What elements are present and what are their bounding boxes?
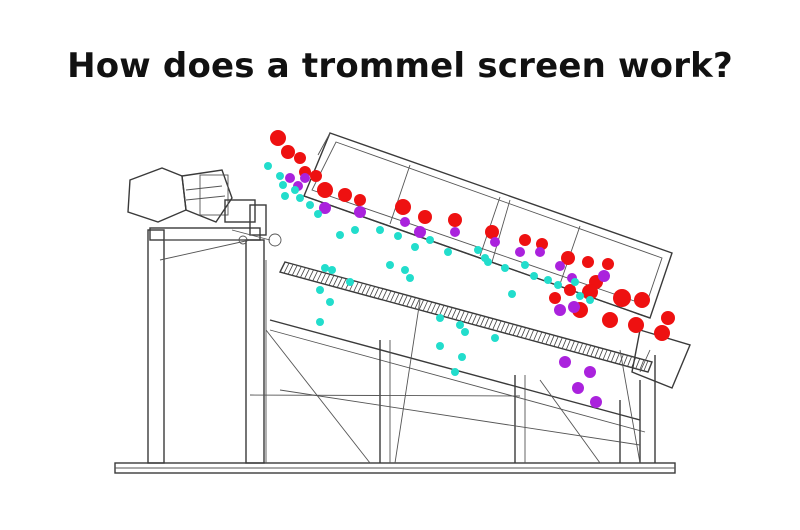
large-particle	[294, 152, 306, 164]
medium-particle	[572, 382, 584, 394]
small-particle	[456, 321, 464, 329]
small-particle	[321, 264, 329, 272]
large-particle	[661, 311, 675, 325]
small-particle	[336, 231, 344, 239]
large-particle	[354, 194, 366, 206]
small-particle	[314, 210, 322, 218]
large-particle	[602, 258, 614, 270]
small-particle	[461, 328, 469, 336]
small-particle	[474, 246, 482, 254]
small-particle	[281, 192, 289, 200]
small-particle	[406, 274, 414, 282]
page-title: How does a trommel screen work?	[67, 46, 733, 86]
large-particle	[270, 130, 286, 146]
small-particle	[401, 266, 409, 274]
particles-small	[264, 162, 594, 376]
small-particle	[411, 243, 419, 251]
medium-particle	[584, 366, 596, 378]
large-particle	[448, 213, 462, 227]
medium-particle	[590, 396, 602, 408]
left-support	[147, 227, 265, 464]
screen-mesh	[278, 261, 653, 373]
medium-particle	[354, 206, 366, 218]
particles-large	[270, 130, 675, 341]
medium-particle	[285, 173, 295, 183]
small-particle	[458, 353, 466, 361]
small-particle	[291, 186, 299, 194]
medium-particle	[490, 237, 500, 247]
discharge-end	[631, 329, 691, 389]
large-particle	[338, 188, 352, 202]
small-particle	[351, 226, 359, 234]
large-particle	[634, 292, 650, 308]
large-particle	[549, 292, 561, 304]
medium-particle	[535, 247, 545, 257]
large-particle	[310, 170, 322, 182]
small-particle	[316, 286, 324, 294]
motor-assembly	[127, 167, 282, 247]
large-particle	[582, 284, 598, 300]
large-particle	[418, 210, 432, 224]
medium-particle	[300, 173, 310, 183]
small-particle	[279, 181, 287, 189]
medium-particle	[555, 261, 565, 271]
medium-particle	[515, 247, 525, 257]
lower-chute	[159, 239, 656, 464]
small-particle	[264, 162, 272, 170]
large-particle	[582, 256, 594, 268]
medium-particle	[554, 304, 566, 316]
large-particle	[654, 325, 670, 341]
small-particle	[436, 314, 444, 322]
small-particle	[554, 281, 562, 289]
medium-particle	[568, 301, 580, 313]
large-particle	[628, 317, 644, 333]
small-particle	[394, 232, 402, 240]
small-particle	[386, 261, 394, 269]
large-particle	[281, 145, 295, 159]
medium-particle	[400, 217, 410, 227]
small-particle	[521, 261, 529, 269]
large-particle	[536, 238, 548, 250]
medium-particle	[559, 356, 571, 368]
small-particle	[491, 334, 499, 342]
medium-particle	[414, 226, 426, 238]
large-particle	[395, 199, 411, 215]
medium-particle	[319, 202, 331, 214]
medium-particle	[598, 270, 610, 282]
small-particle	[316, 318, 324, 326]
large-particle	[561, 251, 575, 265]
large-particle	[613, 289, 631, 307]
particles-medium	[285, 173, 610, 408]
small-particle	[426, 236, 434, 244]
large-particle	[519, 234, 531, 246]
small-particle	[444, 248, 452, 256]
medium-particle	[450, 227, 460, 237]
small-particle	[328, 266, 336, 274]
small-particle	[276, 172, 284, 180]
small-particle	[326, 298, 334, 306]
large-particle	[317, 182, 333, 198]
large-particle	[485, 225, 499, 239]
small-particle	[451, 368, 459, 376]
small-particle	[586, 296, 594, 304]
small-particle	[346, 278, 354, 286]
small-particle	[501, 264, 509, 272]
large-particle	[602, 312, 618, 328]
small-particle	[306, 201, 314, 209]
small-particle	[576, 292, 584, 300]
small-particle	[544, 276, 552, 284]
small-particle	[484, 258, 492, 266]
small-particle	[508, 290, 516, 298]
base-frame	[114, 462, 676, 474]
small-particle	[571, 278, 579, 286]
small-particle	[296, 194, 304, 202]
small-particle	[436, 342, 444, 350]
small-particle	[376, 226, 384, 234]
large-particle	[564, 284, 576, 296]
small-particle	[530, 272, 538, 280]
